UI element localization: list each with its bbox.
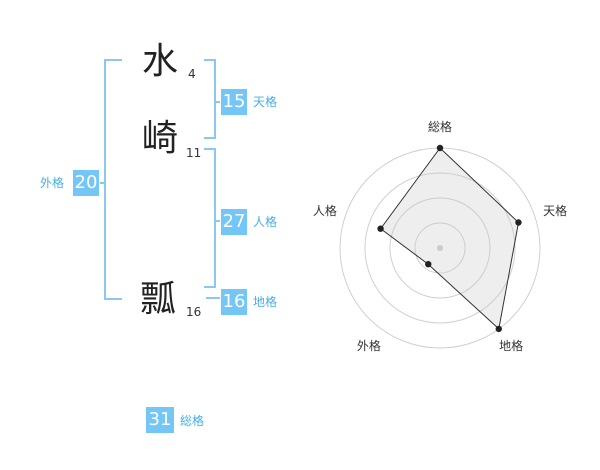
stroke-count-3: 16 — [186, 305, 202, 319]
radar-data-polygon — [379, 147, 520, 330]
name-char-2: 崎 — [142, 118, 179, 159]
tenkaku-connector — [214, 101, 220, 103]
radar-axis-label-tenkaku: 天格 — [543, 203, 568, 218]
radar-center-dot — [437, 245, 443, 251]
soukaku-label: 総格 — [180, 414, 205, 428]
chikaku-value-badge: 16 — [221, 289, 247, 315]
radar-axis-label-soukaku: 総格 — [428, 120, 453, 134]
name-char-3: 瓢 — [140, 279, 177, 320]
gaikaku-value-badge: 20 — [73, 170, 99, 196]
jinkaku-bracket — [204, 148, 216, 288]
chikaku-label: 地格 — [253, 295, 278, 309]
gaikaku-label: 外格 — [40, 176, 65, 190]
radar-ring — [364, 172, 516, 324]
chikaku-connector — [206, 297, 220, 299]
radar-point-2 — [495, 325, 502, 333]
tenkaku-bracket — [204, 59, 216, 139]
radar-point-4 — [377, 225, 384, 232]
jinkaku-value-badge: 27 — [221, 209, 247, 235]
radar-axis-label-chikaku: 地格 — [499, 338, 524, 353]
radar-point-3 — [425, 260, 432, 268]
gaikaku-connector — [100, 182, 106, 184]
stroke-count-1: 4 — [188, 67, 196, 81]
tenkaku-value-badge: 15 — [221, 89, 247, 115]
jinkaku-connector — [214, 220, 220, 222]
soukaku-value-badge: 31 — [146, 407, 174, 433]
name-char-1: 水 — [142, 41, 179, 82]
radar-axis-label-gaikaku: 外格 — [356, 338, 381, 353]
radar-point-0 — [436, 144, 444, 152]
jinkaku-label: 人格 — [253, 215, 278, 229]
tenkaku-label: 天格 — [253, 95, 278, 109]
gaikaku-bracket — [104, 59, 122, 300]
radar-ring — [414, 222, 466, 274]
radar-point-1 — [515, 219, 522, 226]
radar-ring — [389, 197, 491, 299]
stroke-count-2: 11 — [186, 146, 202, 160]
radar-axis-label-jinkaku: 人格 — [312, 203, 337, 218]
